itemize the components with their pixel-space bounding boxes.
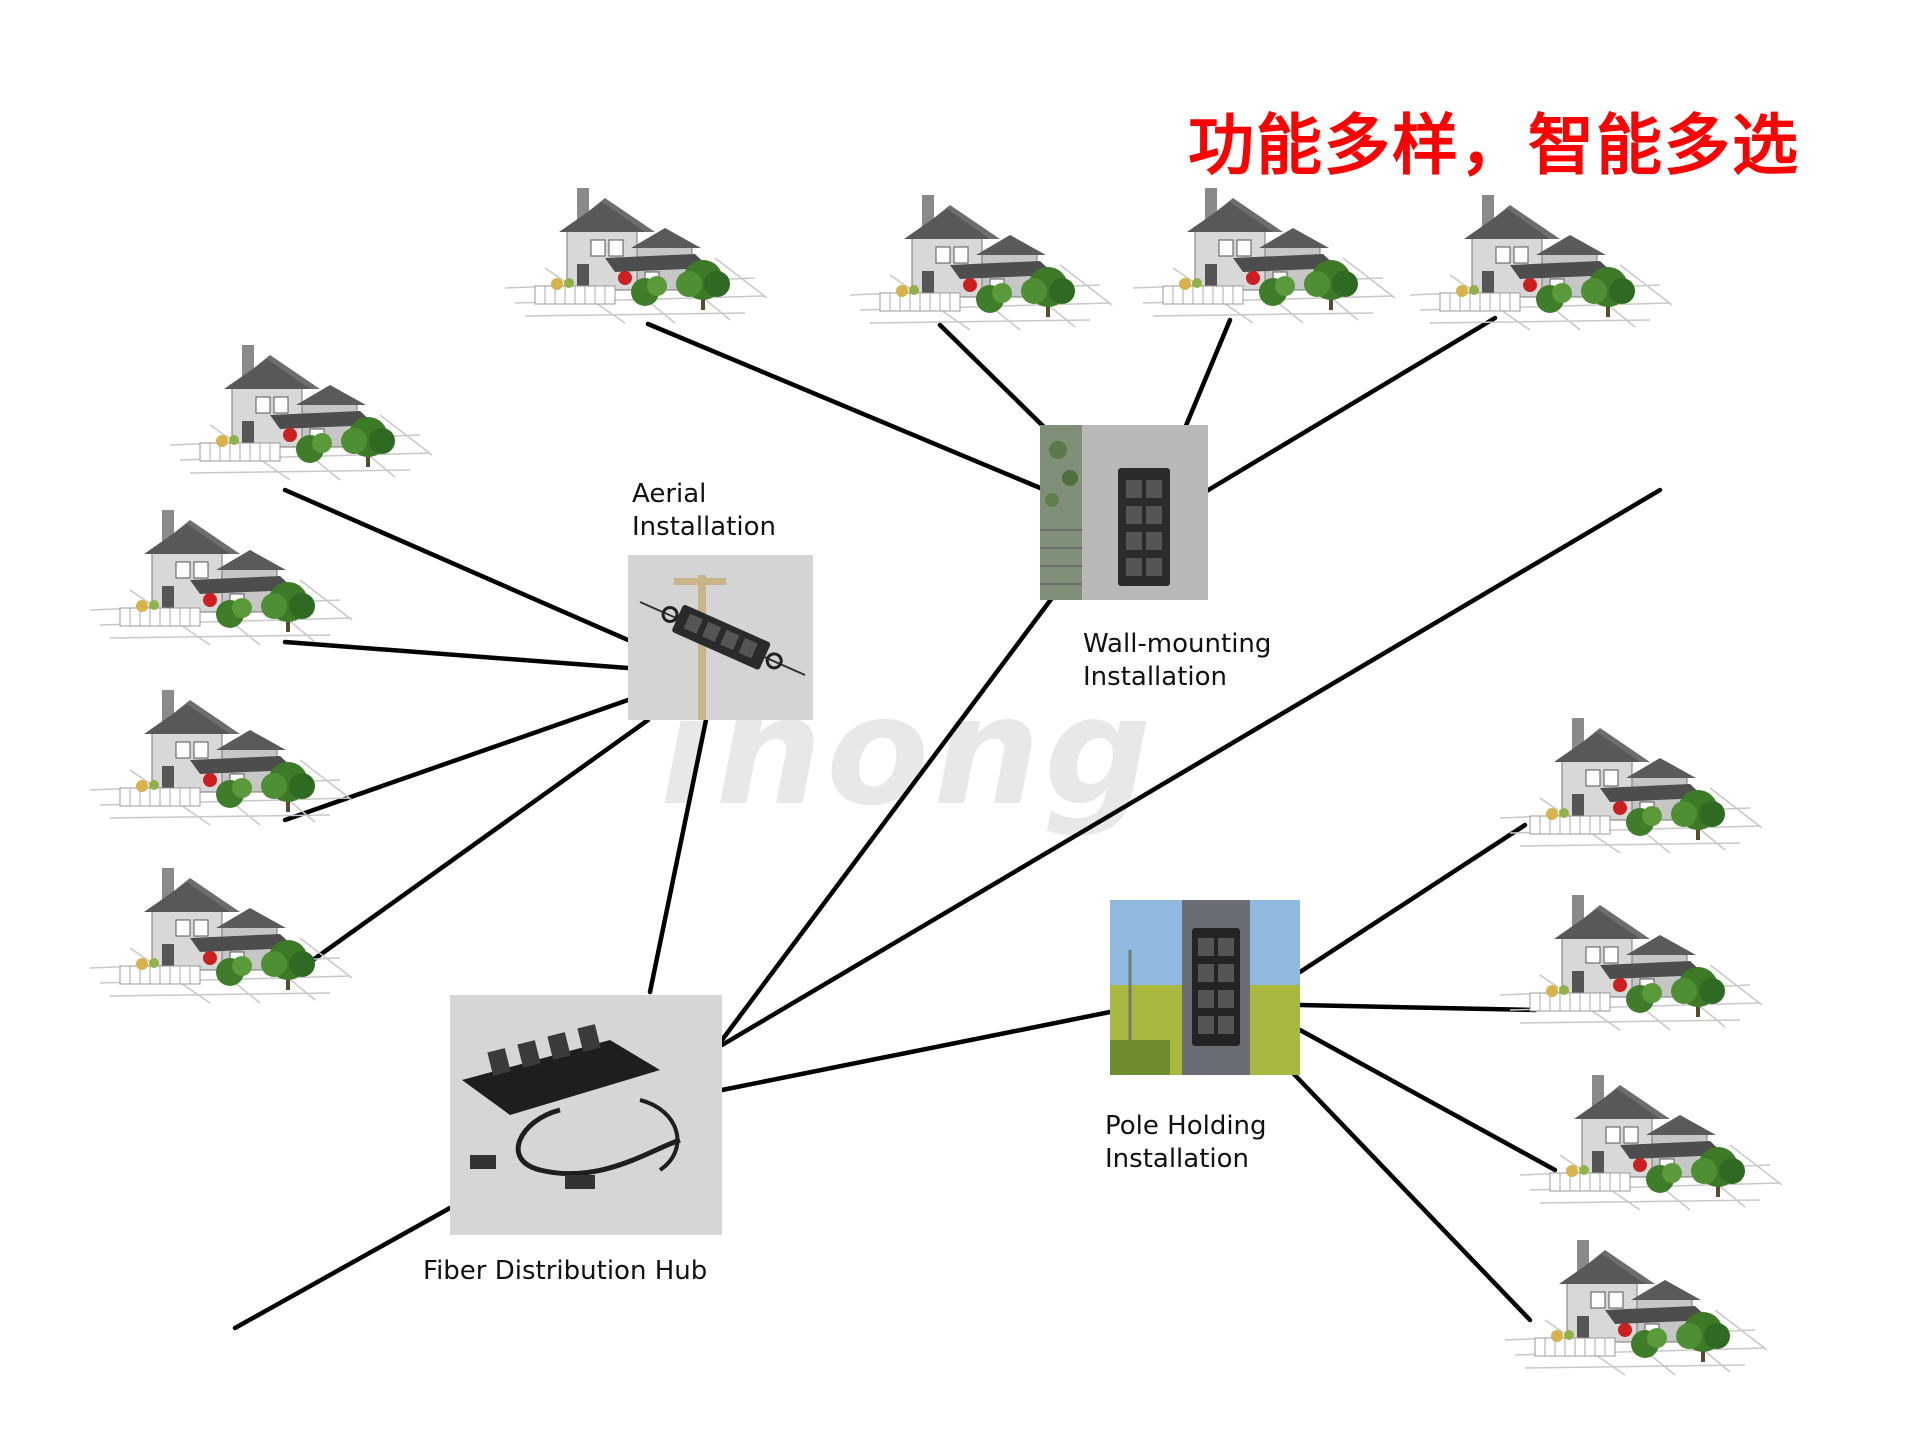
wall-label-line1: Wall-mounting xyxy=(1083,629,1272,659)
pole-holding-installation-label: Pole Holding Installation xyxy=(1105,1110,1267,1176)
aerial-label-line1: Aerial xyxy=(632,479,707,509)
house-right-1 xyxy=(1499,717,1763,854)
house-left-2 xyxy=(89,509,353,646)
pole-label-line2: Installation xyxy=(1105,1144,1250,1174)
house-top-2 xyxy=(849,194,1113,331)
wall-label-line2: Installation xyxy=(1083,662,1228,692)
house-top-1 xyxy=(504,187,768,324)
wall-mounting-image xyxy=(1040,425,1208,600)
aerial-installation-image xyxy=(628,555,813,720)
house-top-4 xyxy=(1409,194,1673,331)
house-right-4 xyxy=(1504,1239,1768,1376)
fiber-distribution-hub-label: Fiber Distribution Hub xyxy=(423,1256,708,1286)
fiber-distribution-hub-image xyxy=(450,995,722,1235)
aerial-label-line2: Installation xyxy=(632,512,777,542)
pole-holding-image xyxy=(1110,900,1300,1075)
house-left-4 xyxy=(89,867,353,1004)
house-right-2 xyxy=(1499,894,1763,1031)
link-lines xyxy=(232,315,1663,1331)
house-left-3 xyxy=(89,689,353,826)
aerial-installation-label: Aerial Installation xyxy=(632,478,776,544)
wall-mounting-installation-label: Wall-mounting Installation xyxy=(1083,628,1271,694)
pole-label-line1: Pole Holding xyxy=(1105,1111,1267,1141)
house-right-3 xyxy=(1519,1074,1783,1211)
house-top-3 xyxy=(1132,187,1396,324)
house-left-1 xyxy=(169,344,433,481)
headline: 功能多样，智能多选 xyxy=(1188,107,1800,184)
